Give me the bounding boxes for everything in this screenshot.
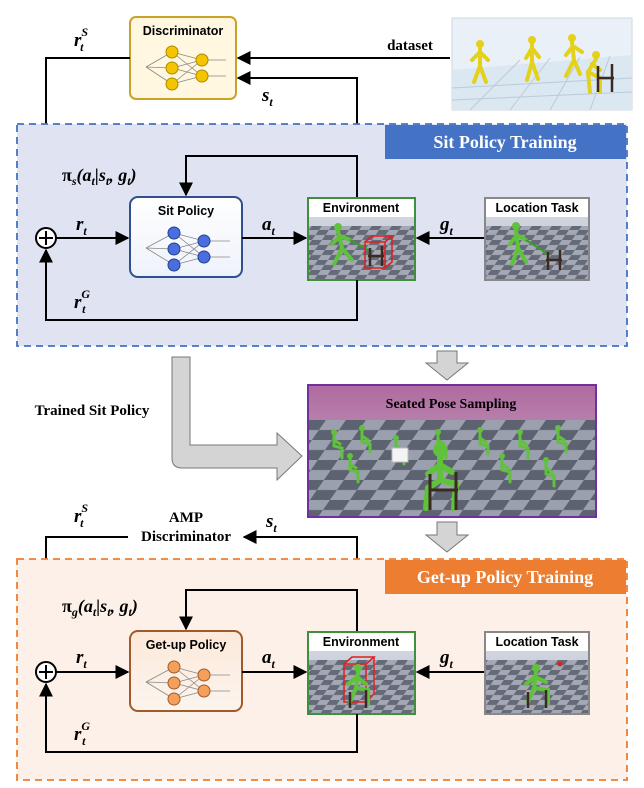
sit-environment-block: Environment (307, 197, 416, 281)
sit-action-label: at (262, 214, 276, 238)
getup-location-task-block: Location Task (484, 631, 590, 715)
top-state-label: st (261, 85, 273, 109)
getup-location-task-label: Location Task (495, 635, 578, 649)
down-arrow-1 (424, 350, 470, 381)
sit-policy-distribution: πs(at|st, gt) (62, 165, 137, 188)
sit-environment-label: Environment (323, 201, 400, 215)
sit-goal-reward-arrow (39, 248, 358, 321)
amp-discriminator-line2: Discriminator (141, 529, 231, 545)
discriminator-label: Discriminator (143, 24, 224, 38)
amp-discriminator-line1: AMP (169, 510, 203, 526)
trained-sit-policy-label: Trained Sit Policy (35, 403, 150, 419)
getup-policy-distribution: πg(at|st, gt) (62, 596, 138, 619)
sit-location-task-label: Location Task (495, 201, 578, 215)
sit-state-feedback-arrow (179, 155, 358, 198)
getup-action-label: at (262, 647, 276, 671)
getup-policy-label: Get-up Policy (146, 638, 227, 652)
getup-goal-reward-arrow (39, 682, 358, 753)
sit-policy-block: Sit Policy (129, 196, 243, 278)
sit-title: Sit Policy Training (433, 132, 576, 152)
getup-sum-node (35, 661, 57, 683)
dataset-image (451, 17, 633, 111)
getup-title: Get-up Policy Training (417, 567, 593, 587)
getup-reward-label: rt (76, 647, 87, 671)
sit-sum-node (35, 227, 57, 249)
getup-policy-block: Get-up Policy (129, 630, 243, 712)
down-arrow-2 (424, 521, 470, 553)
getup-environment-block: Environment (307, 631, 416, 715)
sit-location-task-block: Location Task (484, 197, 590, 281)
getup-goal-label: gt (439, 647, 454, 671)
discriminator-block: Discriminator (129, 16, 237, 100)
getup-state-feedback-arrow (179, 589, 358, 632)
sit-reward-label: rt (76, 214, 87, 238)
getup-state-label: st (265, 511, 277, 535)
seated-pose-sampling-label: Seated Pose Sampling (386, 397, 517, 412)
getup-title-banner (385, 560, 626, 594)
sit-policy-label: Sit Policy (158, 204, 214, 218)
sit-goal-label: gt (439, 214, 454, 238)
dataset-label: dataset (387, 38, 433, 54)
trained-policy-arrow (171, 356, 303, 482)
getup-environment-label: Environment (323, 635, 400, 649)
seated-pose-sampling-block: Seated Pose Sampling (307, 384, 597, 518)
sit-title-banner (385, 125, 626, 159)
